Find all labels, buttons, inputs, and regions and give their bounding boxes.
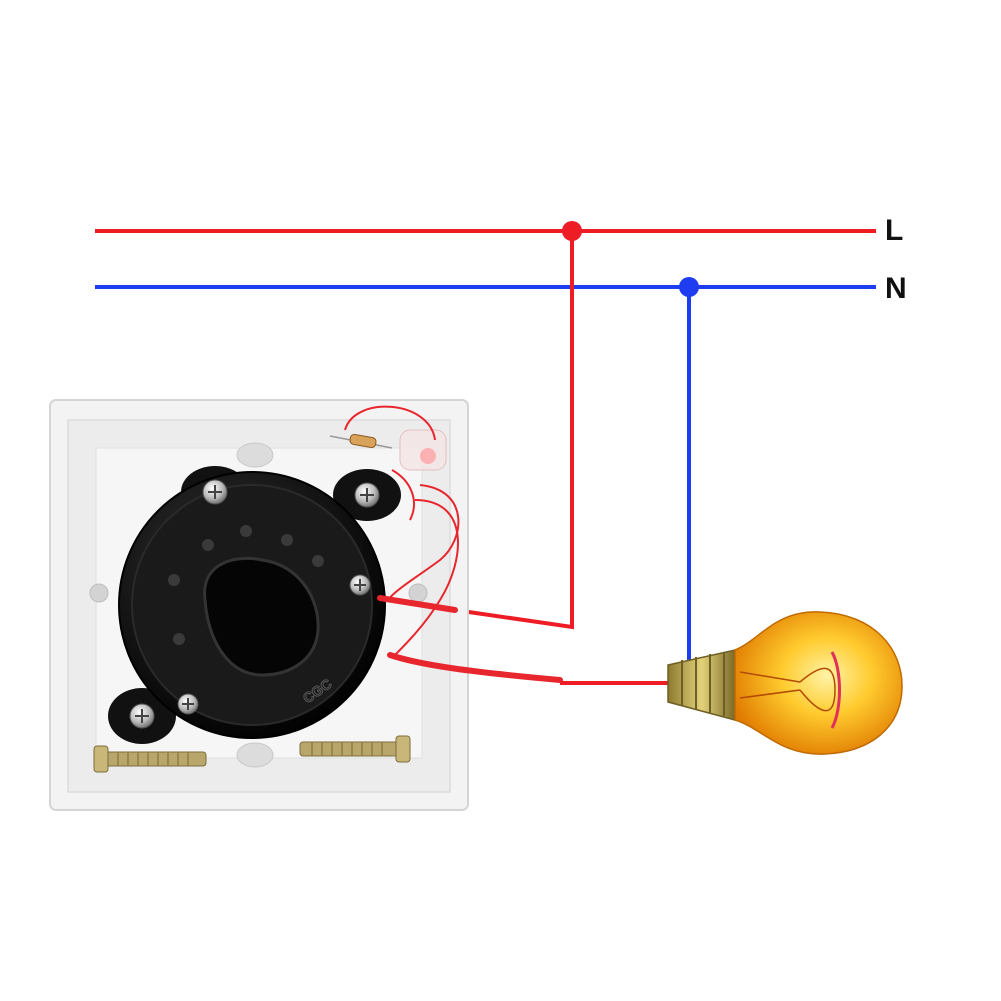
internal-wire-1 <box>344 405 436 441</box>
terminal-screw-2 <box>354 482 380 508</box>
internal-wire-2 <box>391 469 415 521</box>
terminal-screw-5 <box>129 703 155 729</box>
mounting-hole-left <box>89 583 109 603</box>
internal-wire-4 <box>391 499 459 659</box>
light-bulb <box>667 611 903 755</box>
switch-live-input-wire <box>377 595 458 613</box>
indicator-resistor <box>329 433 393 449</box>
live-junction-dot <box>562 221 582 241</box>
mounting-hole-bottom <box>236 742 274 768</box>
long-screw-right <box>299 735 411 763</box>
terminal-screw-3 <box>349 574 371 596</box>
terminal-screw-4 <box>177 693 199 715</box>
terminal-screw-1 <box>202 479 228 505</box>
live-drop-wire <box>454 231 574 630</box>
mounting-hole-right <box>408 583 428 603</box>
neutral-junction-dot <box>679 277 699 297</box>
indicator-neon-lamp <box>399 429 447 471</box>
switch-body: CGC <box>108 466 401 744</box>
mounting-hole-top <box>236 442 274 468</box>
neutral-line-label: N <box>885 272 907 305</box>
switch-knob <box>203 556 320 677</box>
switch-output-wire <box>387 652 563 683</box>
long-screw-left <box>93 745 207 773</box>
live-line-label: L <box>885 214 904 247</box>
internal-wire-3 <box>387 484 460 601</box>
bulb-filament <box>739 667 836 712</box>
